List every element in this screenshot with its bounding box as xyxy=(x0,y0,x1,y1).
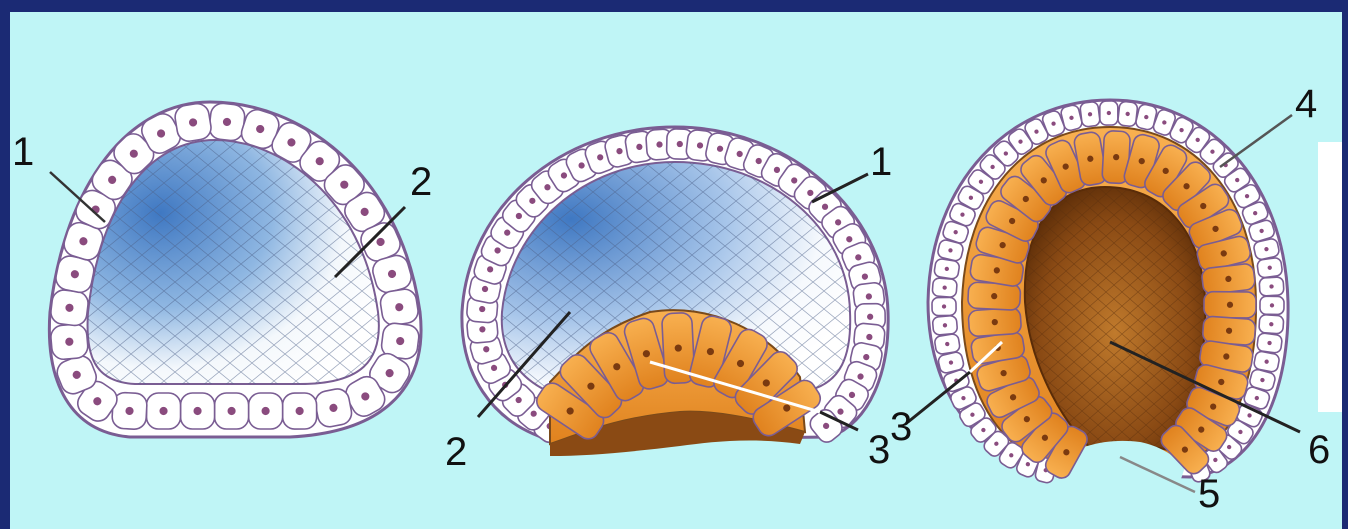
label-blastula-2: 2 xyxy=(410,162,432,202)
ectoderm-cell xyxy=(215,393,249,429)
ectoderm-cell xyxy=(1259,277,1284,296)
label-late-6: 6 xyxy=(1308,430,1330,470)
diagram-background: 1 2 1 2 3 4 3 6 5 xyxy=(10,12,1342,529)
ectoderm-cell xyxy=(934,333,961,355)
ectoderm-cell xyxy=(181,393,215,429)
ectoderm-cell xyxy=(1259,314,1284,334)
white-patch xyxy=(1318,142,1342,412)
ectoderm-cell xyxy=(50,323,89,360)
ectoderm-cell xyxy=(50,289,90,327)
label-gastrula-3: 3 xyxy=(868,430,890,470)
ectoderm-cell xyxy=(1117,101,1138,127)
ectoderm-cell xyxy=(932,278,957,298)
leader-late-4 xyxy=(1220,115,1292,167)
label-gastrula-2: 2 xyxy=(445,432,467,472)
early-gastrula xyxy=(462,127,888,456)
label-late-3: 3 xyxy=(890,407,912,447)
label-blastula-1: 1 xyxy=(12,132,34,172)
ectoderm-cell xyxy=(249,393,283,429)
ectoderm-cell xyxy=(1080,101,1101,127)
ectoderm-cell xyxy=(1100,101,1118,125)
ectoderm-cell xyxy=(147,393,181,429)
endoderm-cell xyxy=(968,307,1022,336)
endoderm-cell xyxy=(1204,292,1256,318)
label-gastrula-1: 1 xyxy=(870,142,892,182)
endoderm-cell xyxy=(1201,263,1256,295)
ectoderm-cell xyxy=(1257,257,1283,278)
ectoderm-cell xyxy=(379,288,420,327)
ectoderm-cell xyxy=(208,102,246,142)
ectoderm-cell xyxy=(1260,296,1284,314)
label-late-5: 5 xyxy=(1198,474,1220,514)
blastula xyxy=(49,102,421,437)
ectoderm-cell xyxy=(283,393,317,429)
embryo-diagram xyxy=(10,12,1342,529)
ectoderm-cell xyxy=(932,297,956,315)
label-late-4: 4 xyxy=(1295,84,1317,124)
ectoderm-cell xyxy=(1257,333,1283,354)
ectoderm-cell xyxy=(173,102,212,143)
ectoderm-cell xyxy=(932,315,957,335)
